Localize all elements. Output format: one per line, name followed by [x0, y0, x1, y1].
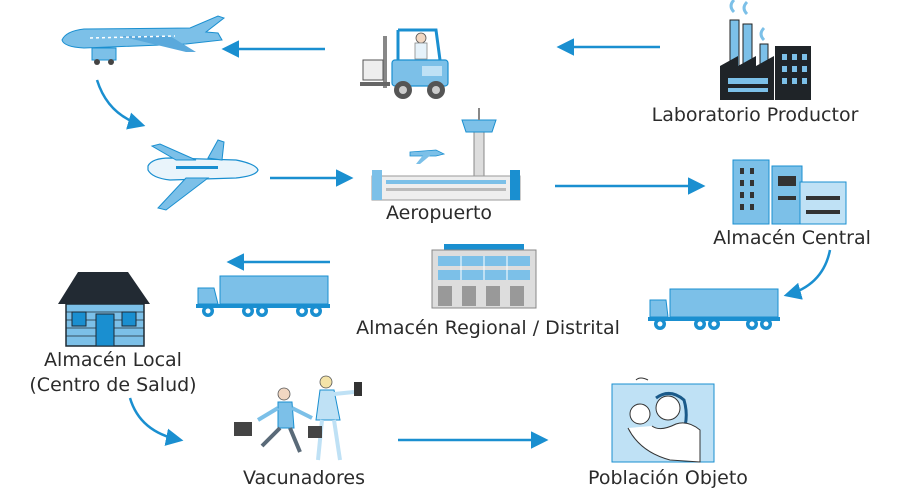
- label-centro-de-salud: (Centro de Salud): [29, 374, 197, 396]
- jet-plane-icon: [147, 139, 259, 211]
- airport-icon: [371, 108, 521, 201]
- arrow-central-to-truck: [783, 249, 832, 300]
- label-laboratorio-productor: Laboratorio Productor: [651, 104, 859, 126]
- mother-child-icon: [611, 377, 715, 463]
- truck-left-icon: [196, 275, 330, 317]
- cargo-plane-icon: [61, 15, 226, 65]
- vaccinators-icon: [234, 375, 362, 461]
- forklift-icon: [360, 28, 449, 99]
- arrow-local-to-vaccinators: [128, 397, 184, 446]
- label-aeropuerto: Aeropuerto: [385, 202, 493, 224]
- label-almacen-local: Almacén Local: [44, 349, 182, 371]
- factory-icon: [720, 0, 811, 100]
- truck-right-icon: [648, 288, 780, 330]
- arrow-cargo-plane-to-jet: [95, 79, 146, 130]
- label-vacunadores: Vacunadores: [242, 467, 366, 489]
- label-poblacion-objeto: Población Objeto: [588, 467, 748, 489]
- regional-warehouse-icon: [431, 244, 537, 309]
- label-almacen-regional: Almacén Regional / Distrital: [356, 317, 620, 339]
- label-almacen-central: Almacén Central: [713, 227, 871, 249]
- central-warehouse-icon: [732, 159, 847, 225]
- house-icon: [58, 272, 150, 347]
